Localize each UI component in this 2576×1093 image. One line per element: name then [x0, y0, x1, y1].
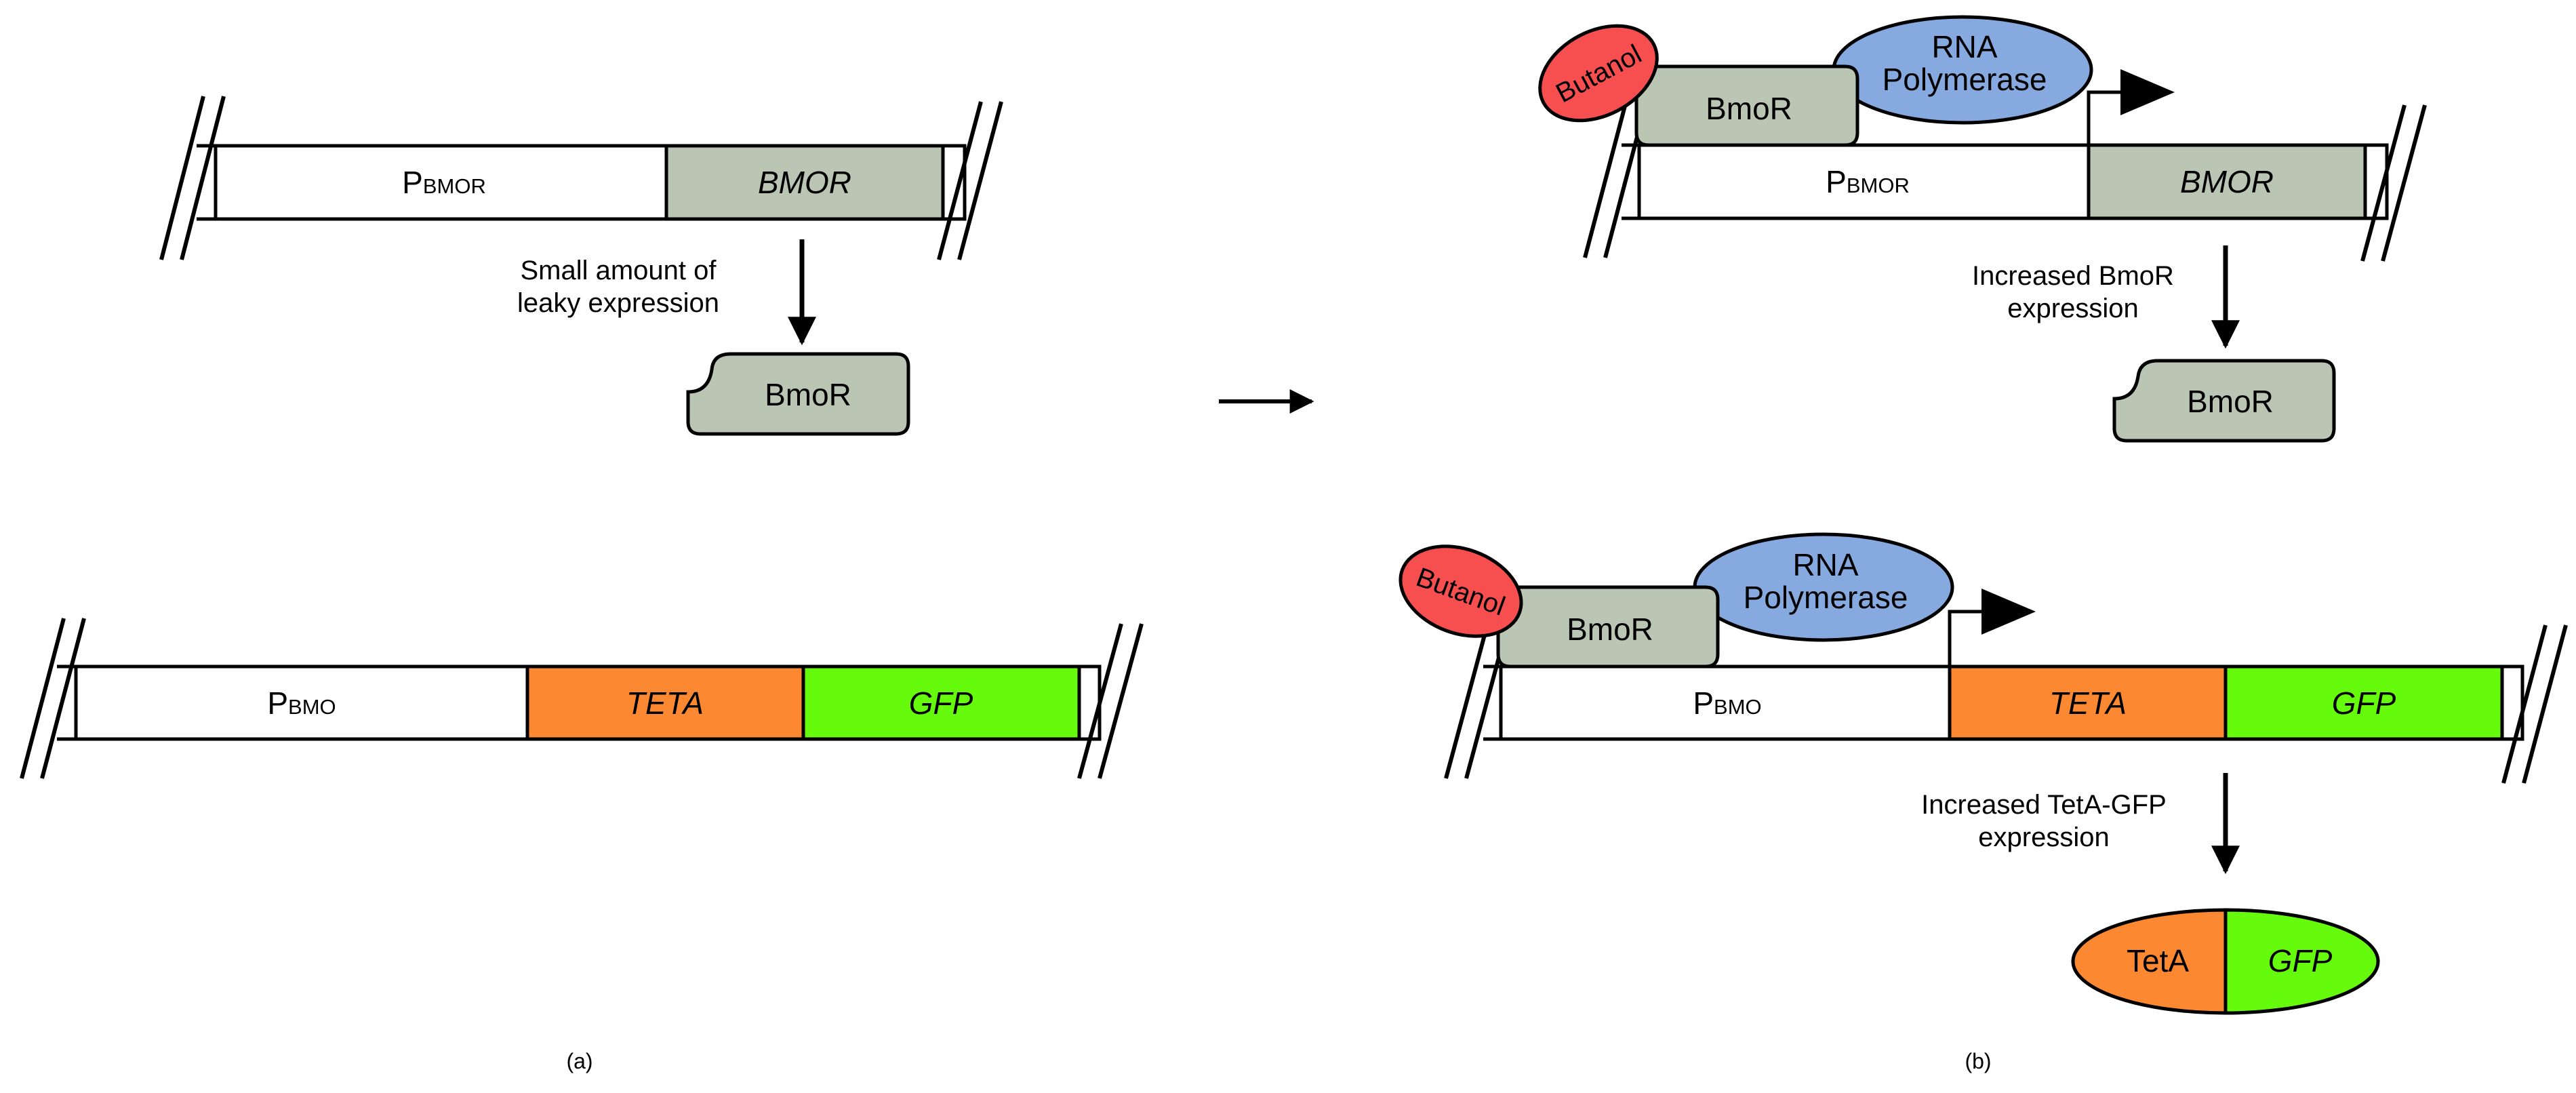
leaky-expression-note-line1: Small amount of [520, 256, 717, 285]
bmor-protein-bound-label: BmoR [1706, 91, 1792, 126]
transcription-arrowhead [2120, 69, 2175, 115]
rna-polymerase-label-line1: RNA [1931, 29, 1997, 64]
construct-b-top: PBMOR BMOR [1583, 69, 2427, 262]
promoter-pbmo-box [74, 664, 529, 741]
transcription-arrowhead [1981, 589, 2036, 635]
teta-protein-label: TetA [2127, 943, 2189, 978]
bmor-gene-label: BMOR [2180, 164, 2274, 199]
panel-a-caption: (a) [566, 1049, 592, 1073]
rna-polymerase-label-line2: Polymerase [1744, 580, 1908, 615]
bmor-gene-box [2087, 143, 2367, 220]
dna-break-left [159, 96, 205, 260]
construct-b-bottom: PBMO TETA GFP [1444, 589, 2568, 784]
dna-break-right [937, 101, 983, 260]
bmor-gene-label: BMOR [758, 165, 851, 200]
promoter-pbmor-box [1637, 143, 2091, 220]
butanol-molecule [1538, 24, 1659, 123]
panel-b-caption: (b) [1965, 1049, 1991, 1073]
dna-break-right [2501, 624, 2548, 784]
dna-break-left [1444, 622, 1490, 779]
dna-break-right [2360, 104, 2407, 262]
increased-tetagfp-note-line2: expression [1978, 822, 2109, 852]
dna-break-left [40, 618, 86, 779]
bmor-protein-label: BmoR [765, 377, 851, 412]
promoter-pbmor-box [214, 144, 668, 221]
dna-break-left [20, 618, 66, 779]
teta-gene-label: TETA [626, 685, 704, 721]
teta-half [2071, 908, 2228, 1015]
dna-break-right [2381, 104, 2427, 262]
gfp-gene-box [2223, 664, 2504, 741]
gfp-gene-label: GFP [909, 685, 973, 721]
promoter-pbmo-label: PBMO [267, 685, 336, 721]
teta-gfp-fusion-protein: TetA GFP [2071, 908, 2380, 1015]
gfp-protein-label: GFP [2268, 943, 2333, 978]
transcription-start-arrow [2087, 90, 2120, 145]
dna-break-left [1583, 98, 1629, 258]
bmor-gene-box [664, 144, 945, 221]
increased-bmor-note-line1: Increased BmoR [1972, 261, 2174, 291]
rna-polymerase-label-line1: RNA [1792, 547, 1858, 582]
panel-a: PBMOR BMOR Small amount of leaky express… [20, 96, 1144, 1073]
increased-tetagfp-note-line1: Increased TetA-GFP [1921, 790, 2167, 820]
bmor-protein [686, 352, 910, 436]
bmor-protein [2112, 359, 2336, 443]
increased-bmor-note-line2: expression [2007, 294, 2138, 323]
construct-a-top: PBMOR BMOR [159, 96, 1003, 260]
leaky-expression-note-line2: leaky expression [517, 288, 719, 318]
dna-break-right [1077, 623, 1123, 779]
teta-gene-label: TETA [2049, 685, 2127, 721]
construct-a-bottom: PBMO TETA GFP [20, 618, 1144, 779]
gfp-gene-label: GFP [2332, 685, 2396, 721]
bmor-protein-label: BmoR [2187, 384, 2274, 419]
bmor-protein-bound-label: BmoR [1567, 612, 1653, 647]
dna-end-segment [1077, 664, 1102, 741]
butanol-molecule [1398, 544, 1523, 638]
promoter-pbmo-label: PBMO [1693, 685, 1761, 721]
dna-break-right [2522, 624, 2568, 784]
rna-polymerase-label-line2: Polymerase [1883, 62, 2047, 97]
teta-gene-box [525, 664, 805, 741]
gfp-half [2223, 908, 2380, 1015]
dna-break-right [1098, 623, 1144, 779]
panel-b: PBMOR BMOR RNA Polymerase BmoR Butanol I… [1398, 15, 2568, 1073]
promoter-pbmor-label: PBMOR [1826, 164, 1910, 199]
dna-break-right [957, 101, 1003, 260]
dna-break-left [180, 96, 226, 260]
transcription-start-arrow [1948, 610, 1981, 667]
promoter-pbmor-label: PBMOR [402, 165, 486, 200]
